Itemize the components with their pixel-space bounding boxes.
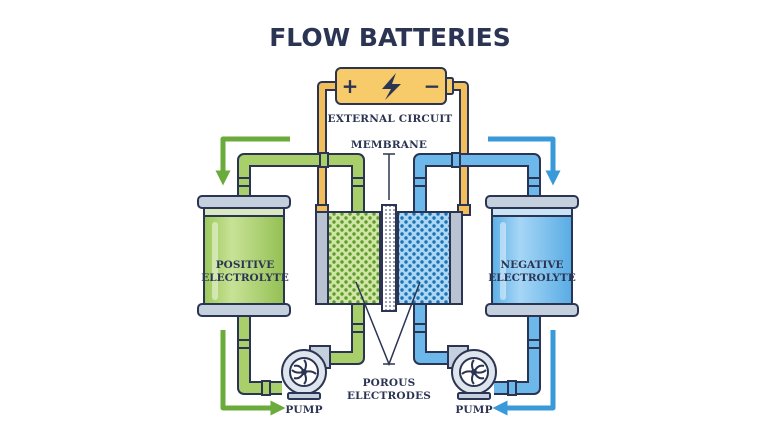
- green-flow-arrow-bottom: [220, 330, 286, 416]
- battery-minus-sign: −: [424, 74, 441, 98]
- green-flow-arrow-top: [215, 136, 290, 186]
- right-current-collector: [449, 211, 463, 305]
- green-pipe-joints: [237, 152, 365, 396]
- positive-porous-electrode: [327, 211, 381, 305]
- positive-electrolyte-tank: POSITIVE ELECTROLYTE: [197, 195, 291, 317]
- negative-porous-electrode: [397, 211, 451, 305]
- battery: + −: [335, 67, 454, 105]
- porous-electrodes-pointer: [355, 281, 421, 367]
- pump-left-label: PUMP: [285, 404, 322, 416]
- negative-electrolyte-tank: NEGATIVE ELECTROLYTE: [485, 195, 579, 317]
- pump-icon: [281, 345, 331, 400]
- electrochemical-cell: [315, 204, 463, 312]
- flow-arrows: [215, 136, 561, 416]
- pump-right-label: PUMP: [455, 404, 492, 416]
- porous-label-line1: POROUS: [363, 377, 416, 389]
- negative-label-line1: NEGATIVE: [500, 259, 563, 271]
- membrane: [381, 204, 397, 312]
- membrane-label: MEMBRANE: [351, 139, 427, 151]
- blue-pipe-joints: [413, 152, 541, 396]
- positive-label-line2: ELECTROLYTE: [201, 272, 288, 284]
- blue-flow-arrow-top: [488, 136, 561, 186]
- left-current-collector: [315, 211, 329, 305]
- membrane-pointer: [383, 153, 395, 200]
- pump-icon: [447, 345, 497, 400]
- lightning-bolt-icon: [382, 73, 401, 100]
- battery-plus-sign: +: [342, 74, 359, 98]
- page-title: FLOW BATTERIES: [269, 23, 511, 52]
- negative-label-line2: ELECTROLYTE: [488, 272, 575, 284]
- blue-flow-arrow-bottom: [492, 330, 556, 416]
- external-circuit-label: EXTERNAL CIRCUIT: [328, 113, 453, 125]
- porous-label-line2: ELECTRODES: [347, 390, 431, 402]
- positive-label-line1: POSITIVE: [216, 259, 274, 271]
